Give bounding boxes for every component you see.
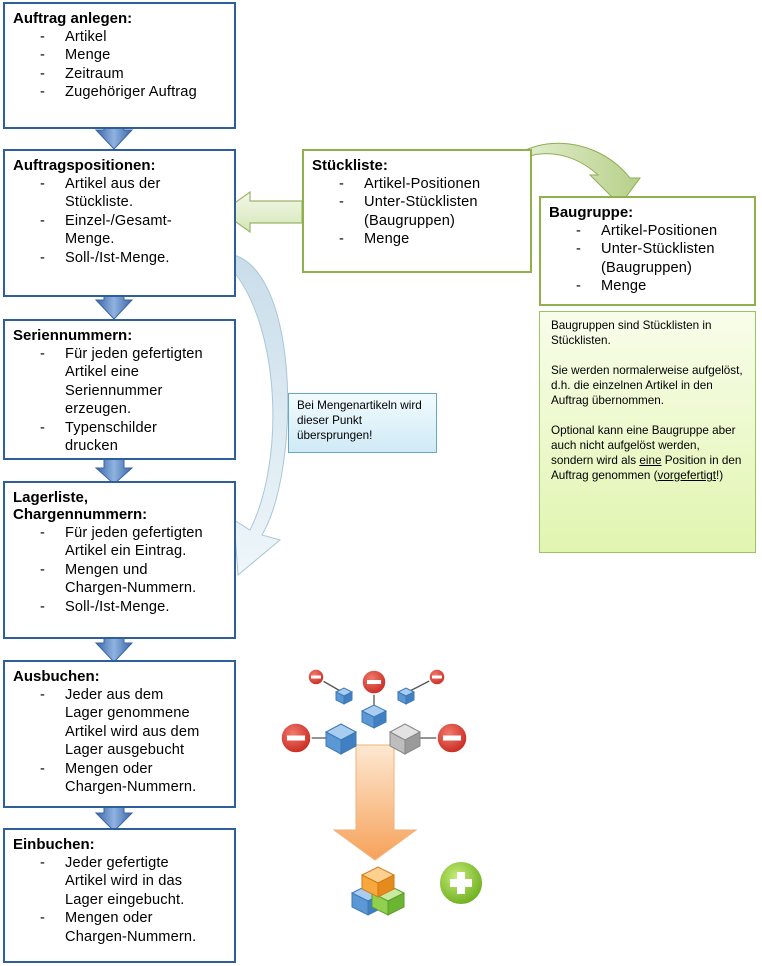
underlined-eine: eine <box>639 454 662 467</box>
box-title: Seriennummern: <box>13 327 133 344</box>
block-icon <box>350 866 406 916</box>
list-item-continuation: drucken <box>65 438 118 455</box>
list-item: Artikel-Positionen <box>312 175 522 194</box>
block-icon <box>324 723 358 755</box>
note-paragraph: Sie werden normalerweise aufgelöst, d.h.… <box>551 364 743 407</box>
list-item: Typenschilder <box>13 419 226 438</box>
block-icon <box>388 723 422 755</box>
box-title: Auftrag anlegen: <box>13 10 133 27</box>
list-item: Artikel <box>13 28 226 47</box>
baugruppe-box: Baugruppe: Artikel-Positionen Unter-Stüc… <box>539 196 756 306</box>
list-item-continuation: Seriennummer <box>65 382 163 399</box>
remove-icon <box>436 722 468 754</box>
list-item-continuation: (Baugruppen) <box>364 212 456 229</box>
item-list: Für jeden gefertigten Artikel eine Serie… <box>13 345 226 455</box>
list-item: Soll-/Ist-Menge. <box>13 598 226 617</box>
skip-arrow-icon <box>233 254 289 577</box>
baugruppen-note: Baugruppen sind Stücklisten in Stücklist… <box>539 311 756 553</box>
list-item: Menge <box>13 46 226 65</box>
box-title: Ausbuchen: <box>13 668 100 685</box>
list-item: Soll-/Ist-Menge. <box>13 249 226 268</box>
box-title: Chargennummern: <box>13 506 148 523</box>
list-item: Jeder aus dem <box>13 686 226 705</box>
list-item: Unter-Stücklisten <box>312 193 522 212</box>
stueckliste-box: Stückliste: Artikel-Positionen Unter-Stü… <box>302 149 532 273</box>
list-item: Menge <box>549 277 746 296</box>
list-item: Für jeden gefertigten <box>13 524 226 543</box>
list-item: Für jeden gefertigten <box>13 345 226 364</box>
list-item: Mengen und <box>13 561 226 580</box>
list-item: Zeitraum <box>13 65 226 84</box>
note-text: Position in den Auftrag genommen ( <box>551 454 742 482</box>
list-item-continuation: erzeugen. <box>65 401 132 418</box>
list-item: Artikel-Positionen <box>549 222 746 241</box>
einbuchen-box: Einbuchen: Jeder gefertigte Artikel wird… <box>3 828 236 963</box>
list-item-continuation: Lager genommene <box>65 705 190 722</box>
item-list: Artikel Menge Zeitraum Zugehöriger Auftr… <box>13 28 226 102</box>
remove-icon <box>280 722 312 754</box>
note-text: !) <box>716 469 724 482</box>
item-list: Für jeden gefertigten Artikel ein Eintra… <box>13 524 226 616</box>
auftragspositionen-box: Auftragspositionen: Artikel aus der Stüc… <box>3 149 236 297</box>
left-arrow-icon <box>220 190 303 234</box>
box-title: Lagerliste, <box>13 489 89 506</box>
list-item: Artikel aus der <box>13 175 226 194</box>
auftrag-anlegen-box: Auftrag anlegen: Artikel Menge Zeitraum … <box>3 2 236 129</box>
list-item-continuation: Artikel eine <box>65 364 139 381</box>
remove-icon <box>428 668 446 686</box>
list-item-continuation: Artikel ein Eintrag. <box>65 543 187 560</box>
add-icon <box>438 860 484 906</box>
item-list: Artikel-Positionen Unter-Stücklisten (Ba… <box>312 175 522 249</box>
down-arrow-icon <box>94 458 134 485</box>
list-item-continuation: Chargen-Nummern. <box>65 580 197 597</box>
note-text: Optional kann eine Baugruppe aber auch n… <box>551 424 736 467</box>
list-item-continuation: Artikel wird in das <box>65 873 183 890</box>
remove-icon <box>307 668 325 686</box>
list-item-continuation: Stückliste. <box>65 194 134 211</box>
note-paragraph: Baugruppen sind Stücklisten in Stücklist… <box>551 319 712 347</box>
box-title: Auftragspositionen: <box>13 157 156 174</box>
note-paragraph: Optional kann eine Baugruppe aber auch n… <box>551 423 744 483</box>
remove-icon <box>361 669 387 695</box>
box-title: Baugruppe: <box>549 204 634 221</box>
list-item: Einzel-/Gesamt- <box>13 212 226 231</box>
box-title: Einbuchen: <box>13 836 95 853</box>
item-list: Artikel aus der Stückliste. Einzel-/Gesa… <box>13 175 226 267</box>
block-icon <box>334 687 354 705</box>
list-item: Zugehöriger Auftrag <box>13 83 226 102</box>
ausbuchen-box: Ausbuchen: Jeder aus dem Lager genommene… <box>3 660 236 808</box>
list-item-continuation: Lager eingebucht. <box>65 891 185 908</box>
list-item: Unter-Stücklisten <box>549 240 746 259</box>
list-item: Mengen oder <box>13 760 226 779</box>
list-item-continuation: Menge. <box>65 231 115 248</box>
list-item: Menge <box>312 230 522 249</box>
list-item-continuation: Chargen-Nummern. <box>65 928 197 945</box>
item-list: Jeder aus dem Lager genommene Artikel wi… <box>13 686 226 796</box>
orange-down-arrow-icon <box>332 744 418 861</box>
block-icon <box>360 704 388 729</box>
seriennummern-box: Seriennummern: Für jeden gefertigten Art… <box>3 319 236 460</box>
list-item: Mengen oder <box>13 909 226 928</box>
item-list: Artikel-Positionen Unter-Stücklisten (Ba… <box>549 222 746 296</box>
underlined-vorgefertigt: vorgefertigt <box>657 469 717 482</box>
mengenartikel-note: Bei Mengenartikeln wird dieser Punkt übe… <box>288 393 437 453</box>
item-list: Jeder gefertigte Artikel wird in das Lag… <box>13 854 226 946</box>
list-item-continuation: Artikel wird aus dem <box>65 723 200 740</box>
list-item-continuation: (Baugruppen) <box>601 259 693 276</box>
lagerliste-box: Lagerliste, Chargennummern: Für jeden ge… <box>3 481 236 639</box>
list-item-continuation: Lager ausgebucht <box>65 742 185 759</box>
list-item-continuation: Chargen-Nummern. <box>65 779 197 796</box>
list-item: Jeder gefertigte <box>13 854 226 873</box>
box-title: Stückliste: <box>312 157 388 174</box>
block-icon <box>396 687 416 705</box>
